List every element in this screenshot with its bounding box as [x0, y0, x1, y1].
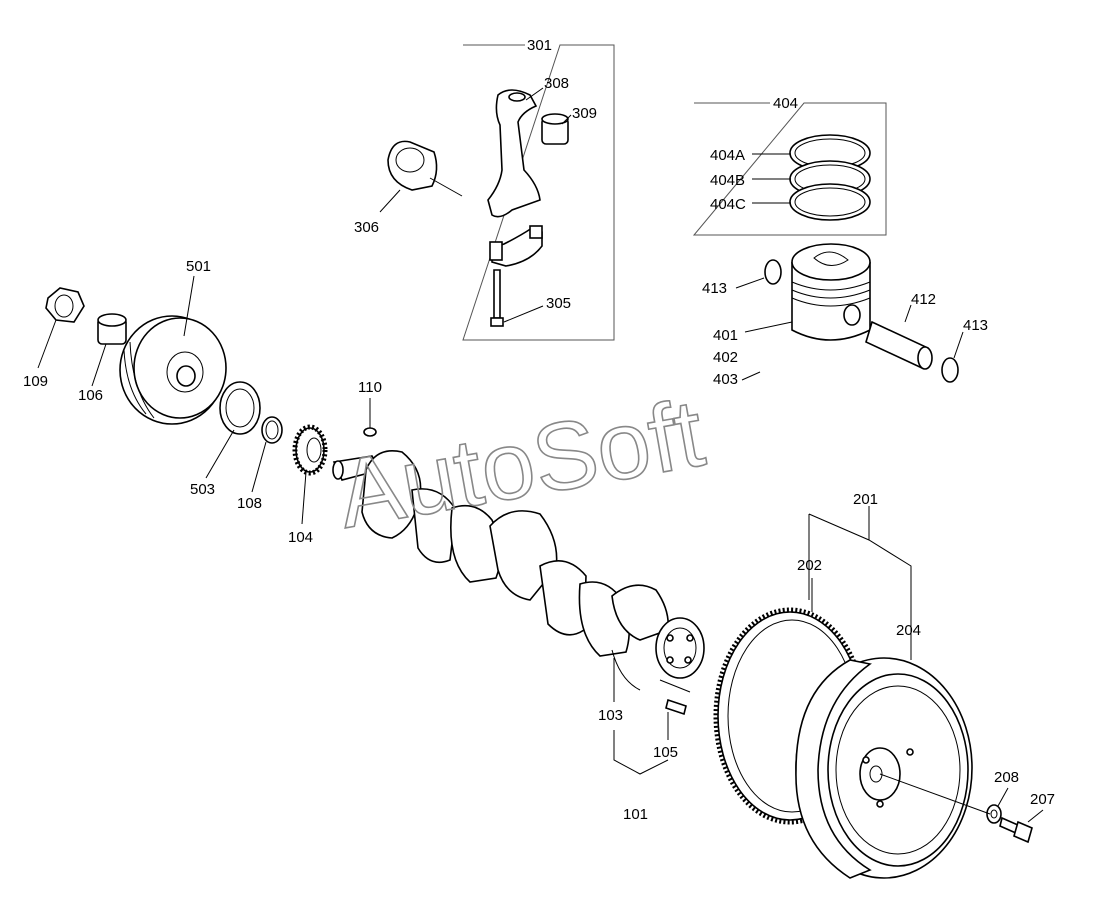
- flywheel-group: 201 202 204 208 207: [713, 491, 1055, 879]
- label-103: 103: [598, 707, 623, 724]
- label-202: 202: [797, 557, 822, 574]
- connecting-rod-group: 301 308 309 306 305: [354, 37, 615, 341]
- label-403: 403: [713, 371, 738, 388]
- label-404C: 404C: [710, 196, 746, 213]
- label-108: 108: [237, 495, 262, 512]
- label-201: 201: [853, 491, 878, 508]
- front-pulley-group: 501 109 106 110 503 108 104: [23, 258, 382, 546]
- label-305: 305: [546, 295, 571, 312]
- label-501: 501: [186, 258, 211, 275]
- label-301: 301: [527, 37, 552, 54]
- label-412: 412: [911, 291, 936, 308]
- label-402: 402: [713, 349, 738, 366]
- label-404B: 404B: [710, 172, 745, 189]
- label-309: 309: [572, 105, 597, 122]
- label-306: 306: [354, 219, 379, 236]
- piston: 413 412 413 401 402 403: [702, 243, 988, 388]
- label-106: 106: [78, 387, 103, 404]
- label-109: 109: [23, 373, 48, 390]
- label-105: 105: [653, 744, 678, 761]
- label-401: 401: [713, 327, 738, 344]
- label-413-right: 413: [963, 317, 988, 334]
- crankshaft: 103 105 101: [332, 450, 705, 823]
- label-503: 503: [190, 481, 215, 498]
- label-404: 404: [773, 95, 798, 112]
- label-308: 308: [544, 75, 569, 92]
- label-413-left: 413: [702, 280, 727, 297]
- label-104: 104: [288, 529, 313, 546]
- label-204: 204: [896, 622, 921, 639]
- label-207: 207: [1030, 791, 1055, 808]
- piston-ring-group: 404 404A 404B 404C: [692, 95, 887, 236]
- label-404A: 404A: [710, 147, 745, 164]
- label-101: 101: [623, 806, 648, 823]
- label-110: 110: [358, 379, 382, 396]
- label-208: 208: [994, 769, 1019, 786]
